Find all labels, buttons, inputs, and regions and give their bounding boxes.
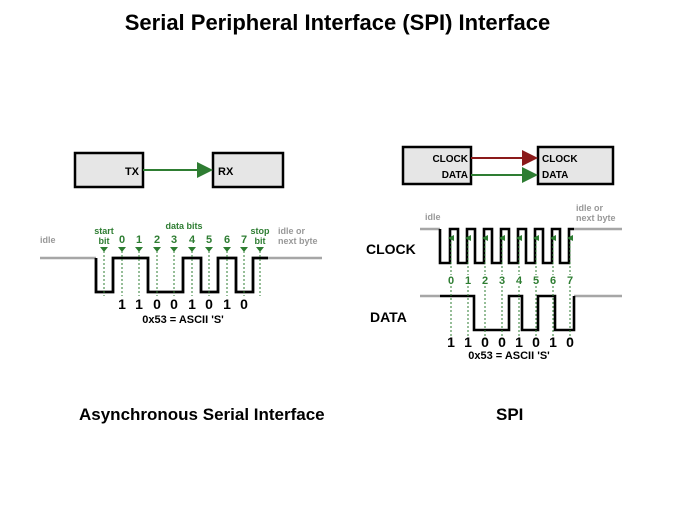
- async-block-diagram: TX RX: [73, 151, 285, 189]
- async-bit-index: 3: [171, 234, 177, 246]
- async-bit-value: 1: [223, 296, 231, 312]
- rx-box: [211, 151, 285, 189]
- async-bit-value: 1: [188, 296, 196, 312]
- async-bit-value: 0: [153, 296, 161, 312]
- spi-block-diagram: CLOCK DATA CLOCK DATA: [401, 145, 615, 186]
- spi-bit-guides: [448, 235, 573, 340]
- async-idle-label: idle: [40, 235, 56, 245]
- async-bit-value: 1: [118, 296, 126, 312]
- async-timing-diagram: idle start bit data bits stop bit idle o…: [40, 221, 322, 326]
- async-bit-value: 0: [205, 296, 213, 312]
- spi-slave-box: [536, 145, 615, 186]
- async-start-bit-label-1: start: [94, 226, 114, 236]
- spi-master-data-label: DATA: [442, 170, 468, 181]
- spi-bit-index: 5: [533, 275, 539, 287]
- spi-bit-value: 1: [549, 334, 557, 350]
- spi-clock-row-label: CLOCK: [366, 241, 416, 257]
- async-bit-index: 0: [119, 234, 125, 246]
- spi-bit-index: 2: [482, 275, 488, 287]
- spi-slave-data-label: DATA: [542, 170, 568, 181]
- async-bit-index: 6: [224, 234, 230, 246]
- spi-data-row-label: DATA: [370, 309, 407, 325]
- spi-bit-index: 1: [465, 275, 471, 287]
- async-bit-value: 1: [135, 296, 143, 312]
- spi-bit-values: 1 1 0 0 1 0 1 0: [447, 334, 574, 350]
- spi-data-waveform: [440, 294, 576, 332]
- spi-bit-index: 4: [516, 275, 523, 287]
- async-bit-index: 2: [154, 234, 160, 246]
- spi-bit-indices: 0 1 2 3 4 5 6 7: [446, 274, 574, 289]
- async-bit-index: 5: [206, 234, 212, 246]
- spi-bit-index: 3: [499, 275, 505, 287]
- page-title: Serial Peripheral Interface (SPI) Interf…: [124, 10, 551, 35]
- async-stop-bit-label-1: stop: [251, 226, 271, 236]
- spi-bit-value: 0: [532, 334, 540, 350]
- spi-bit-index: 7: [567, 275, 573, 287]
- async-bit-value: 0: [240, 296, 248, 312]
- async-bit-indices: 0 1 2 3 4 5 6 7: [119, 234, 247, 246]
- tx-box: [73, 151, 145, 189]
- spi-idle-next-label-1: idle or: [576, 203, 604, 213]
- spi-bit-index: 0: [448, 275, 454, 287]
- async-idle-next-label-2: next byte: [278, 236, 318, 246]
- spi-bit-value: 0: [566, 334, 574, 350]
- async-bit-value: 0: [170, 296, 178, 312]
- async-hex-label: 0x53 = ASCII 'S': [142, 314, 224, 326]
- spi-bit-index: 6: [550, 275, 556, 287]
- async-caption: Asynchronous Serial Interface: [79, 405, 325, 424]
- async-bit-index: 1: [136, 234, 142, 246]
- async-waveform: [94, 256, 268, 294]
- async-bit-index: 7: [241, 234, 247, 246]
- spi-bit-value: 1: [447, 334, 455, 350]
- async-data-bits-label: data bits: [165, 221, 202, 231]
- spi-idle-next-label-2: next byte: [576, 213, 616, 223]
- spi-clock-waveform: [438, 227, 574, 265]
- async-start-bit-label-2: bit: [99, 236, 110, 246]
- spi-master-clock-label: CLOCK: [432, 154, 468, 165]
- spi-idle-label: idle: [425, 212, 441, 222]
- rx-label: RX: [218, 166, 234, 178]
- async-bit-values: 1 1 0 0 1 0 1 0: [118, 296, 248, 312]
- spi-slave-clock-label: CLOCK: [542, 154, 578, 165]
- async-stop-bit-label-2: bit: [255, 236, 266, 246]
- spi-master-box: [401, 145, 473, 186]
- spi-hex-label: 0x53 = ASCII 'S': [468, 350, 550, 362]
- spi-bit-value: 0: [498, 334, 506, 350]
- async-bit-markers: [103, 251, 261, 296]
- async-bit-index: 4: [189, 234, 196, 246]
- spi-bit-value: 0: [481, 334, 489, 350]
- tx-label: TX: [125, 166, 140, 178]
- spi-bit-value: 1: [515, 334, 523, 350]
- async-idle-next-label-1: idle or: [278, 226, 306, 236]
- spi-timing-diagram: idle idle or next byte CLOCK DATA 0 1: [366, 203, 622, 362]
- async-bit-triangles: [100, 247, 264, 252]
- spi-bit-value: 1: [464, 334, 472, 350]
- spi-caption: SPI: [496, 405, 524, 424]
